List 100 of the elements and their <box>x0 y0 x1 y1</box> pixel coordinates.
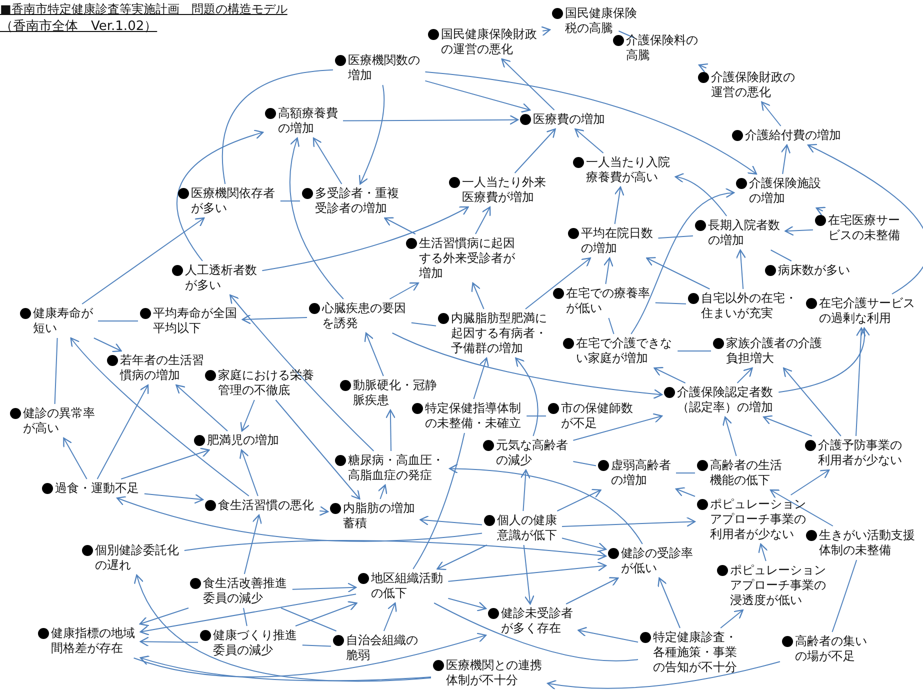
arrow <box>342 114 519 125</box>
arrow <box>674 173 728 216</box>
factor-text: 介護保険財政の運営の悪化 <box>711 70 796 100</box>
arrow <box>420 515 482 526</box>
factor-text: ポピュレーションアプローチ事業の浸透度が低い <box>730 563 827 608</box>
arrow <box>720 609 744 628</box>
arrow <box>239 449 258 496</box>
factor-text: 高齢者の生活機能の低下 <box>710 458 783 488</box>
factor-text: 医療機関依存者が多い <box>191 186 276 216</box>
factor-text: 医療機関数の増加 <box>348 53 421 83</box>
factor-text: 介護給付費の増加 <box>745 128 842 143</box>
arrow <box>556 488 602 512</box>
factor-text: 若年者の生活習慣病の増加 <box>120 353 205 383</box>
arrow <box>783 367 842 436</box>
arrow <box>473 357 490 400</box>
arrow <box>722 416 737 456</box>
arrow <box>139 608 189 626</box>
arrow <box>448 598 487 612</box>
factor-text: 健診の異常率が高い <box>23 406 96 436</box>
arrow <box>654 366 686 384</box>
arrow <box>770 489 834 526</box>
factor-text: 人工透析者数が多い <box>185 263 258 293</box>
factor-text: 健診の受診率が低い <box>621 546 694 576</box>
arrow <box>856 327 866 436</box>
factor-text: 平均在院日数の増加 <box>581 226 654 256</box>
arrow <box>572 413 663 441</box>
arrow <box>736 367 753 384</box>
arrow <box>784 226 814 236</box>
factor-text: 介護保険認定者数（認定率）の増加 <box>677 385 774 415</box>
factor-text: 自治会組織の脆弱 <box>346 633 419 663</box>
connector-line <box>243 608 248 626</box>
arrow <box>780 144 791 174</box>
arrow <box>807 144 923 294</box>
arrow <box>134 574 432 682</box>
factor-text: 医療機関との連携体制が不十分 <box>446 658 543 688</box>
factor-text: 地区組織活動の低下 <box>371 571 444 601</box>
arrow <box>176 384 228 432</box>
factor-text: 介護保険料の高騰 <box>626 33 699 63</box>
arrow <box>574 128 604 154</box>
arrow <box>364 332 384 376</box>
arrow <box>93 338 122 352</box>
arrow <box>96 384 149 480</box>
arrow <box>778 327 870 393</box>
connector-line <box>410 322 436 326</box>
arrow <box>761 101 782 126</box>
arrow <box>140 594 356 636</box>
connector-line <box>222 69 334 184</box>
factor-text: 心臓疾患の要因を誘発 <box>322 301 407 331</box>
arrow <box>318 506 329 516</box>
arrow <box>292 582 357 593</box>
factor-text: 健診未受診者が多く存在 <box>501 606 574 636</box>
factor-text: 在宅医療サービスの未整備 <box>828 213 901 243</box>
arrow <box>70 337 250 496</box>
factor-text: 一人当たり入院療養費が高い <box>586 155 671 185</box>
connector-line <box>412 432 465 570</box>
arrow <box>630 188 735 334</box>
factor-text: 内臓脂肪型肥満に起因する有病者・予備群の増加 <box>451 311 548 356</box>
connector-line <box>434 602 638 662</box>
arrow <box>603 257 614 284</box>
arrow <box>646 256 710 290</box>
arrow <box>358 84 385 185</box>
factor-text: 健康指標の地域間格差が存在 <box>51 626 136 656</box>
arrow <box>133 632 487 678</box>
factor-text: 自宅以外の在宅・住まいが充実 <box>701 291 798 321</box>
arrow <box>116 496 482 542</box>
arrow <box>120 448 210 480</box>
factor-text: 平均寿命が全国平均以下 <box>153 306 238 336</box>
arrow <box>471 282 484 310</box>
factor-text: 肥満児の増加 <box>207 433 280 448</box>
arrow <box>475 206 491 234</box>
factor-text: 高額療養費の増加 <box>278 106 339 136</box>
arrow <box>436 544 488 570</box>
arrow <box>566 577 619 604</box>
arrow <box>312 137 342 184</box>
factor-text: 在宅で介護できない家庭が増加 <box>576 336 673 366</box>
arrow <box>523 544 534 605</box>
arrow <box>262 206 469 272</box>
factor-text: 在宅での療養率が低い <box>566 286 651 316</box>
arrow <box>514 128 556 174</box>
arrow <box>244 514 262 574</box>
arrow <box>449 464 643 544</box>
arrow <box>140 636 198 647</box>
factor-text: 市の保健師数が不足 <box>561 401 634 431</box>
connector-line <box>98 320 138 322</box>
subtitle: （香南市全体 Ver.1.02） <box>0 18 158 35</box>
arrow <box>501 58 555 110</box>
arrow <box>383 602 397 632</box>
factor-text: 特定健康診査・各種施策・事業の告知が不十分 <box>653 630 738 675</box>
title: ■香南市特定健康診査等実施計画 問題の構造モデル <box>0 1 288 18</box>
connector-line <box>618 30 635 38</box>
connector-line <box>676 472 696 474</box>
arrow <box>242 314 308 324</box>
factor-text: 糖尿病・高血圧・高脂血症の発症 <box>348 453 445 483</box>
arrow <box>540 26 551 36</box>
factor-text: 元気な高齢者の減少 <box>496 438 569 468</box>
factor-text: 生きがい活動支援体制の未整備 <box>819 528 916 558</box>
factor-text: 個人の健康意識が低下 <box>497 513 558 543</box>
arrow <box>385 409 396 452</box>
arrow <box>525 257 591 310</box>
factor-text: 特定保健指導体制の未整備・未確立 <box>425 401 522 431</box>
